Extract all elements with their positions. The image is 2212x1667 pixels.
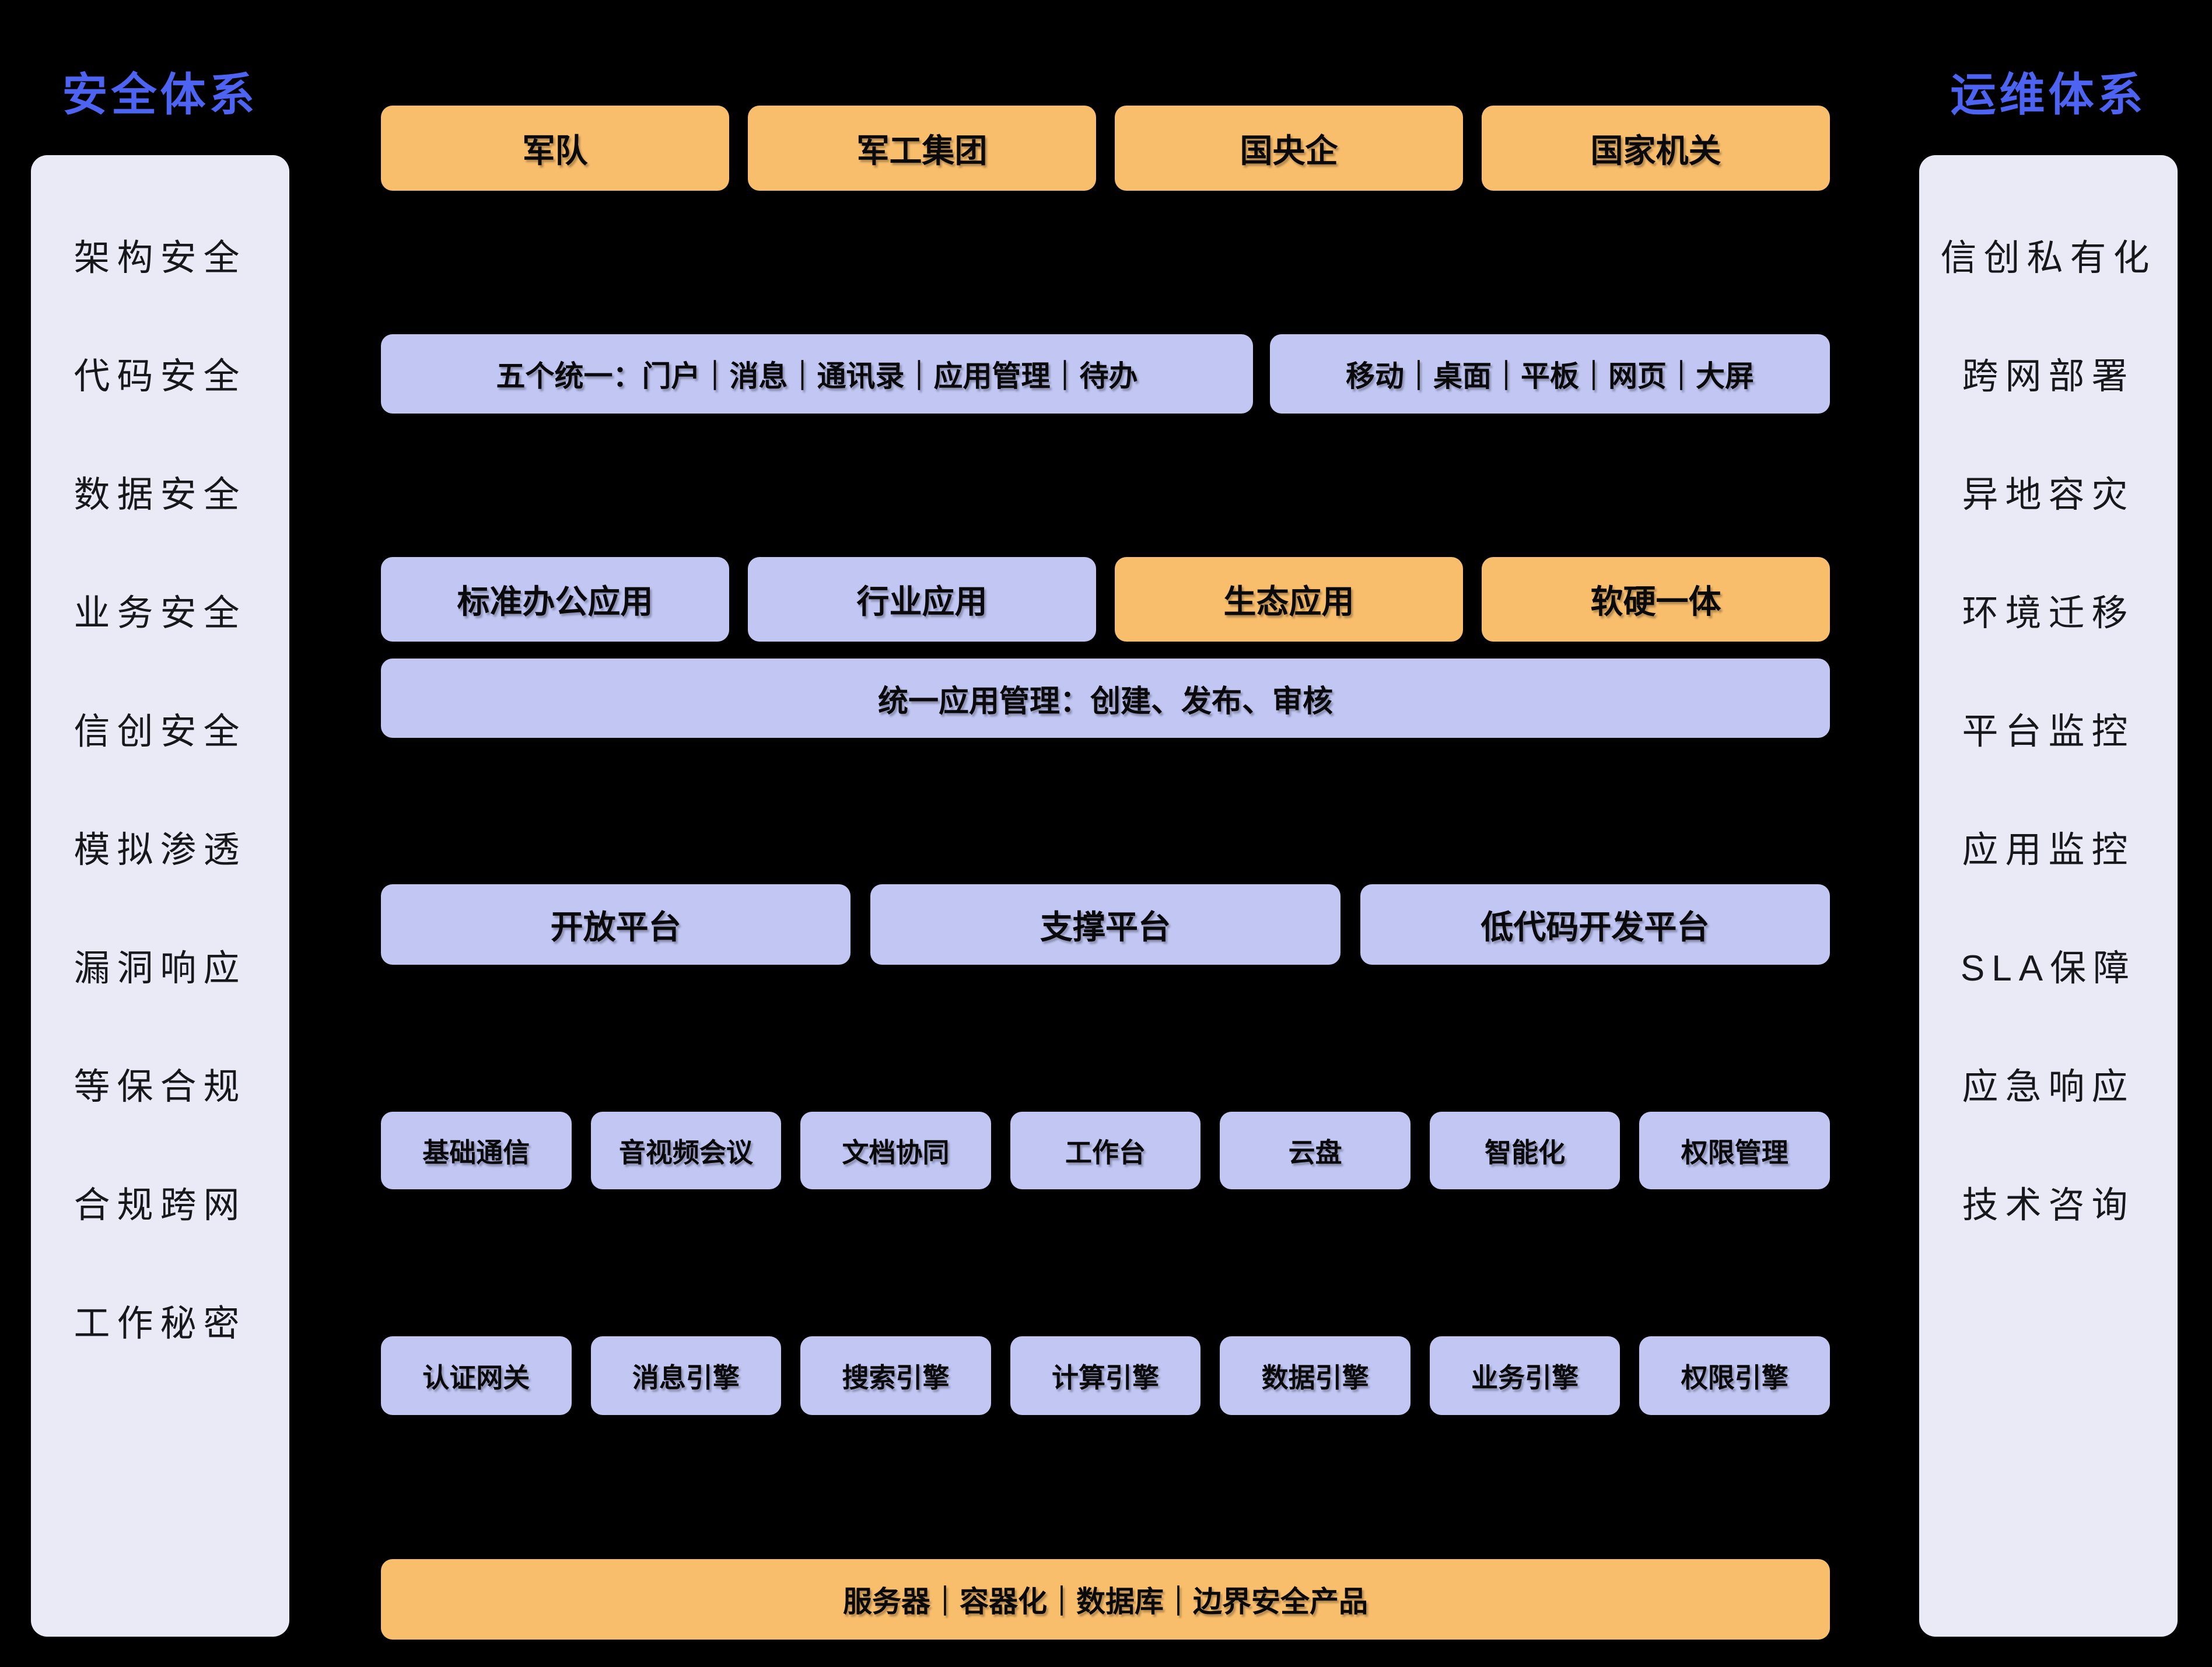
app-box-industry: 行业应用 [748, 557, 1096, 642]
endpoints-box: 移动｜桌面｜平板｜网页｜大屏 [1270, 334, 1830, 414]
customer-box-military: 军队 [381, 106, 729, 191]
security-panel: 架构安全 代码安全 数据安全 业务安全 信创安全 模拟渗透 漏洞响应 等保合规 … [31, 155, 289, 1637]
security-item-business: 业务安全 [74, 593, 247, 633]
security-item-data: 数据安全 [74, 474, 247, 515]
engine-box-business: 业务引擎 [1429, 1336, 1620, 1415]
security-item-pentest: 模拟渗透 [74, 829, 247, 870]
capability-box-cloud-disk: 云盘 [1220, 1112, 1410, 1189]
security-item-work-secret: 工作秘密 [74, 1303, 247, 1344]
app-management-bar: 统一应用管理：创建、发布、审核 [381, 659, 1830, 738]
ops-item-cross-network-deploy: 跨网部署 [1962, 356, 2135, 397]
customer-box-defense-group: 军工集团 [748, 106, 1096, 191]
ops-item-emergency-response: 应急响应 [1962, 1066, 2135, 1107]
center-diagram: 军队 军工集团 国央企 国家机关 五个统一：门户｜消息｜通讯录｜应用管理｜待办 … [381, 0, 1831, 1667]
security-item-mlps-compliance: 等保合规 [74, 1066, 247, 1107]
ops-item-private-deploy: 信创私有化 [1940, 237, 2157, 278]
app-box-standard-office: 标准办公应用 [381, 557, 729, 642]
customers-row: 军队 军工集团 国央企 国家机关 [381, 106, 1830, 191]
capabilities-row: 基础通信 音视频会议 文档协同 工作台 云盘 智能化 权限管理 [381, 1112, 1831, 1189]
ops-panel: 信创私有化 跨网部署 异地容灾 环境迁移 平台监控 应用监控 SLA保障 应急响… [1919, 155, 2178, 1637]
capability-box-doc-collab: 文档协同 [800, 1112, 991, 1189]
engine-box-auth-gateway: 认证网关 [381, 1336, 572, 1415]
app-box-hardware-software: 软硬一体 [1482, 557, 1830, 642]
platform-box-lowcode: 低代码开发平台 [1360, 884, 1830, 965]
customer-box-soe: 国央企 [1115, 106, 1463, 191]
ops-item-env-migration: 环境迁移 [1962, 593, 2135, 633]
ops-item-tech-consulting: 技术咨询 [1962, 1185, 2135, 1225]
infrastructure-bar: 服务器｜容器化｜数据库｜边界安全产品 [381, 1559, 1830, 1640]
ops-item-sla: SLA保障 [1960, 948, 2137, 989]
capability-box-basic-comm: 基础通信 [381, 1112, 572, 1189]
engine-box-data: 数据引擎 [1220, 1336, 1410, 1415]
security-item-architecture: 架构安全 [74, 237, 247, 278]
ops-item-disaster-recovery: 异地容灾 [1962, 474, 2135, 515]
ops-item-app-monitoring: 应用监控 [1962, 829, 2135, 870]
engine-box-search: 搜索引擎 [800, 1336, 991, 1415]
security-item-vuln-response: 漏洞响应 [74, 948, 247, 989]
engines-row: 认证网关 消息引擎 搜索引擎 计算引擎 数据引擎 业务引擎 权限引擎 [381, 1336, 1831, 1415]
security-system-title: 安全体系 [62, 69, 258, 120]
customer-box-state-organs: 国家机关 [1482, 106, 1830, 191]
security-item-code: 代码安全 [74, 356, 247, 397]
security-item-cross-network: 合规跨网 [74, 1185, 247, 1225]
infrastructure-row: 服务器｜容器化｜数据库｜边界安全产品 [381, 1559, 1830, 1640]
engine-box-message: 消息引擎 [590, 1336, 782, 1415]
app-box-ecosystem: 生态应用 [1115, 557, 1463, 642]
engine-box-compute: 计算引擎 [1010, 1336, 1201, 1415]
unify-row: 五个统一：门户｜消息｜通讯录｜应用管理｜待办 移动｜桌面｜平板｜网页｜大屏 [381, 334, 1830, 414]
capability-box-av-conference: 音视频会议 [590, 1112, 782, 1189]
ops-item-platform-monitoring: 平台监控 [1962, 711, 2135, 752]
capability-box-workbench: 工作台 [1010, 1112, 1201, 1189]
platforms-row: 开放平台 支撑平台 低代码开发平台 [381, 884, 1830, 965]
security-item-xinchuang: 信创安全 [74, 711, 247, 752]
engine-box-permission: 权限引擎 [1639, 1336, 1831, 1415]
platform-box-support: 支撑平台 [870, 884, 1340, 965]
app-management-row: 统一应用管理：创建、发布、审核 [381, 659, 1830, 738]
capability-box-permission-mgmt: 权限管理 [1639, 1112, 1831, 1189]
five-unifications-box: 五个统一：门户｜消息｜通讯录｜应用管理｜待办 [381, 334, 1253, 414]
apps-row: 标准办公应用 行业应用 生态应用 软硬一体 [381, 557, 1830, 642]
platform-box-open: 开放平台 [381, 884, 851, 965]
capability-box-intelligence: 智能化 [1429, 1112, 1620, 1189]
ops-system-title: 运维体系 [1950, 69, 2147, 120]
